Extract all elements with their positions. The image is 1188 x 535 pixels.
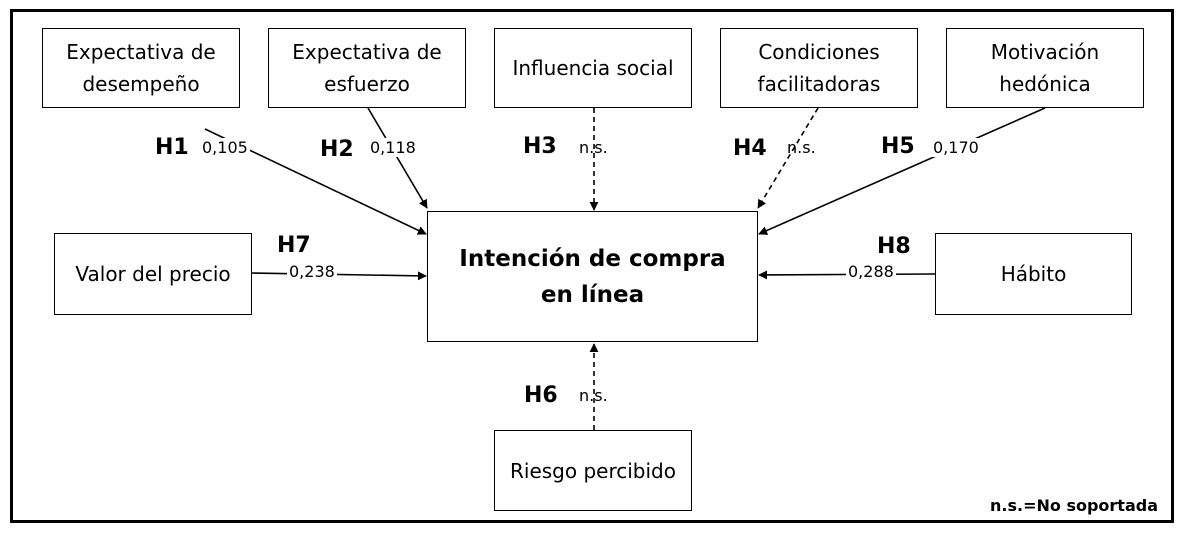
construct-condiciones-facilitadoras: Condiciones facilitadoras (720, 28, 918, 108)
construct-motivacion-hedonica: Motivación hedónica (946, 28, 1144, 108)
arrow-h7 (251, 271, 427, 281)
construct-expectativa-esfuerzo: Expectativa de esfuerzo (268, 28, 466, 108)
arrow-h2 (367, 107, 428, 209)
hypothesis-label-h6: H6 (524, 383, 558, 408)
construct-influencia-social: Influencia social (494, 28, 692, 108)
coefficient-h6: n.s. (579, 386, 608, 405)
arrow-h5 (758, 107, 1046, 235)
diagram-frame (10, 9, 1174, 523)
coefficient-h8: 0,288 (846, 262, 896, 281)
coefficient-h7: 0,238 (287, 262, 337, 281)
hypothesis-label-h8: H8 (877, 234, 911, 259)
coefficient-h3: n.s. (579, 138, 608, 157)
arrow-h4 (757, 107, 819, 209)
hypothesis-label-h1: H1 (155, 135, 189, 160)
construct-riesgo-percibido: Riesgo percibido (494, 430, 692, 511)
construct-intencion-compra: Intención de compra en línea (427, 211, 758, 342)
construct-valor-precio: Valor del precio (54, 233, 252, 315)
construct-expectativa-desempeno: Expectativa de desempeño (42, 28, 240, 108)
hypothesis-label-h3: H3 (523, 134, 557, 159)
hypothesis-label-h7: H7 (277, 233, 311, 258)
coefficient-h5: 0,170 (931, 138, 981, 157)
construct-habito: Hábito (935, 233, 1132, 315)
coefficient-h2: 0,118 (368, 138, 418, 157)
coefficient-h4: n.s. (787, 138, 816, 157)
coefficient-h1: 0,105 (200, 138, 250, 157)
hypothesis-label-h5: H5 (881, 134, 915, 159)
hypothesis-label-h4: H4 (733, 136, 767, 161)
hypothesis-label-h2: H2 (320, 137, 354, 162)
legend-note: n.s.=No soportada (990, 496, 1158, 515)
